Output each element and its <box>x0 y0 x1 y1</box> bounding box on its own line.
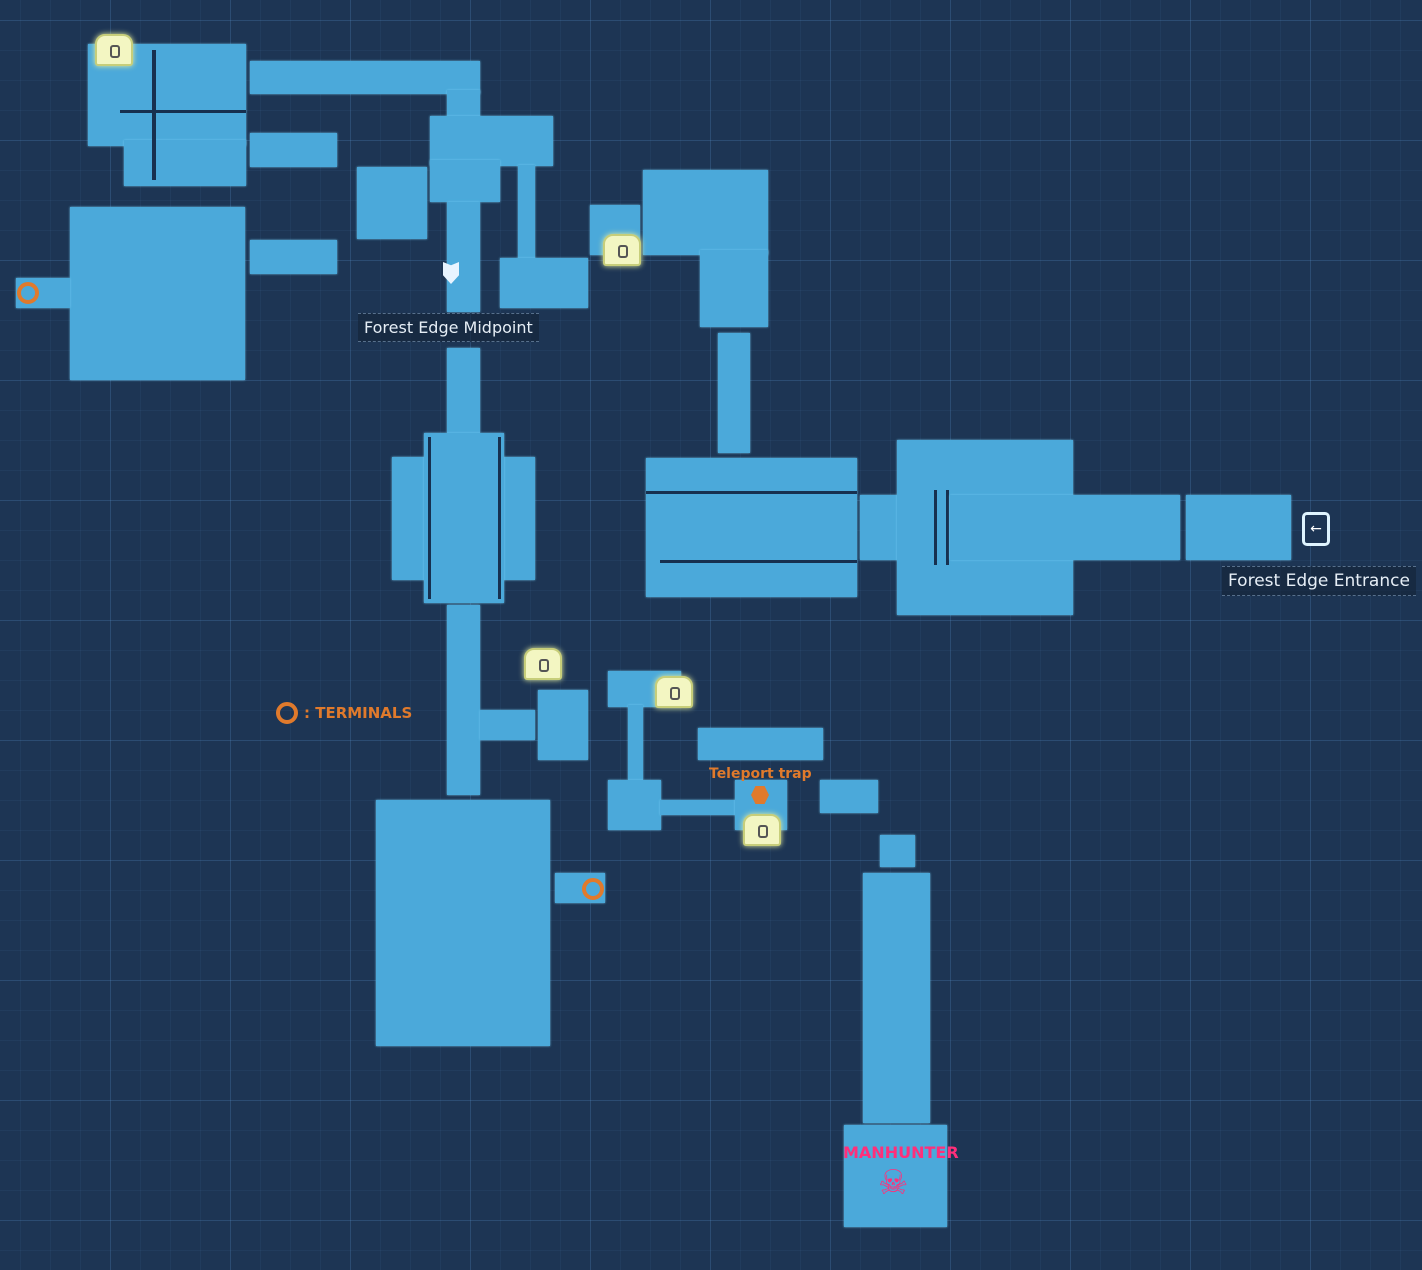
legend-terminals: : TERMINALS <box>304 704 413 722</box>
room <box>500 258 588 308</box>
corridor <box>718 333 750 453</box>
corridor <box>250 61 480 94</box>
chest-icon[interactable] <box>743 814 781 846</box>
room <box>70 207 245 380</box>
wall <box>646 491 857 494</box>
room <box>700 250 768 327</box>
corridor <box>820 780 878 813</box>
corridor <box>863 873 930 1123</box>
room <box>357 167 427 239</box>
teleport-trap-label: Teleport trap <box>709 766 812 782</box>
hexagon-icon[interactable] <box>751 786 769 804</box>
chest-icon[interactable] <box>603 234 641 266</box>
room <box>1186 495 1291 560</box>
room <box>698 728 823 760</box>
entrance-label: Forest Edge Entrance <box>1222 566 1416 596</box>
wall <box>498 437 501 599</box>
room <box>424 433 504 603</box>
room <box>643 170 768 255</box>
terminal-ring-icon[interactable] <box>17 282 39 304</box>
terminal-ring-icon[interactable] <box>582 878 604 900</box>
room <box>608 780 661 830</box>
exit-door-icon[interactable]: ← <box>1302 512 1330 546</box>
room <box>430 116 553 166</box>
shield-marker-icon <box>443 262 459 284</box>
room <box>430 160 500 202</box>
corridor <box>447 90 480 120</box>
wall <box>934 490 937 565</box>
corridor <box>250 240 337 274</box>
corridor <box>950 495 1180 560</box>
room <box>124 140 246 186</box>
corridor <box>660 800 740 815</box>
wall <box>660 560 857 563</box>
skull-icon[interactable]: ☠ <box>878 1163 909 1203</box>
corridor <box>250 133 337 167</box>
corridor <box>447 202 480 312</box>
terminal-ring-icon <box>276 702 298 724</box>
corridor <box>480 710 535 740</box>
midpoint-label: Forest Edge Midpoint <box>358 313 539 342</box>
wall <box>946 490 949 565</box>
room <box>646 458 857 597</box>
corridor <box>447 605 480 795</box>
room <box>376 800 550 1046</box>
wall <box>428 437 431 599</box>
chest-icon[interactable] <box>655 676 693 708</box>
chest-icon[interactable] <box>95 34 133 66</box>
corridor <box>628 705 643 780</box>
corridor <box>518 165 535 265</box>
corridor <box>447 348 480 433</box>
wall <box>152 50 156 180</box>
boss-room <box>844 1125 947 1227</box>
wall <box>120 110 246 113</box>
boss-label: MANHUNTER <box>843 1143 959 1162</box>
chest-icon[interactable] <box>524 648 562 680</box>
room <box>538 690 588 760</box>
room <box>880 835 915 867</box>
